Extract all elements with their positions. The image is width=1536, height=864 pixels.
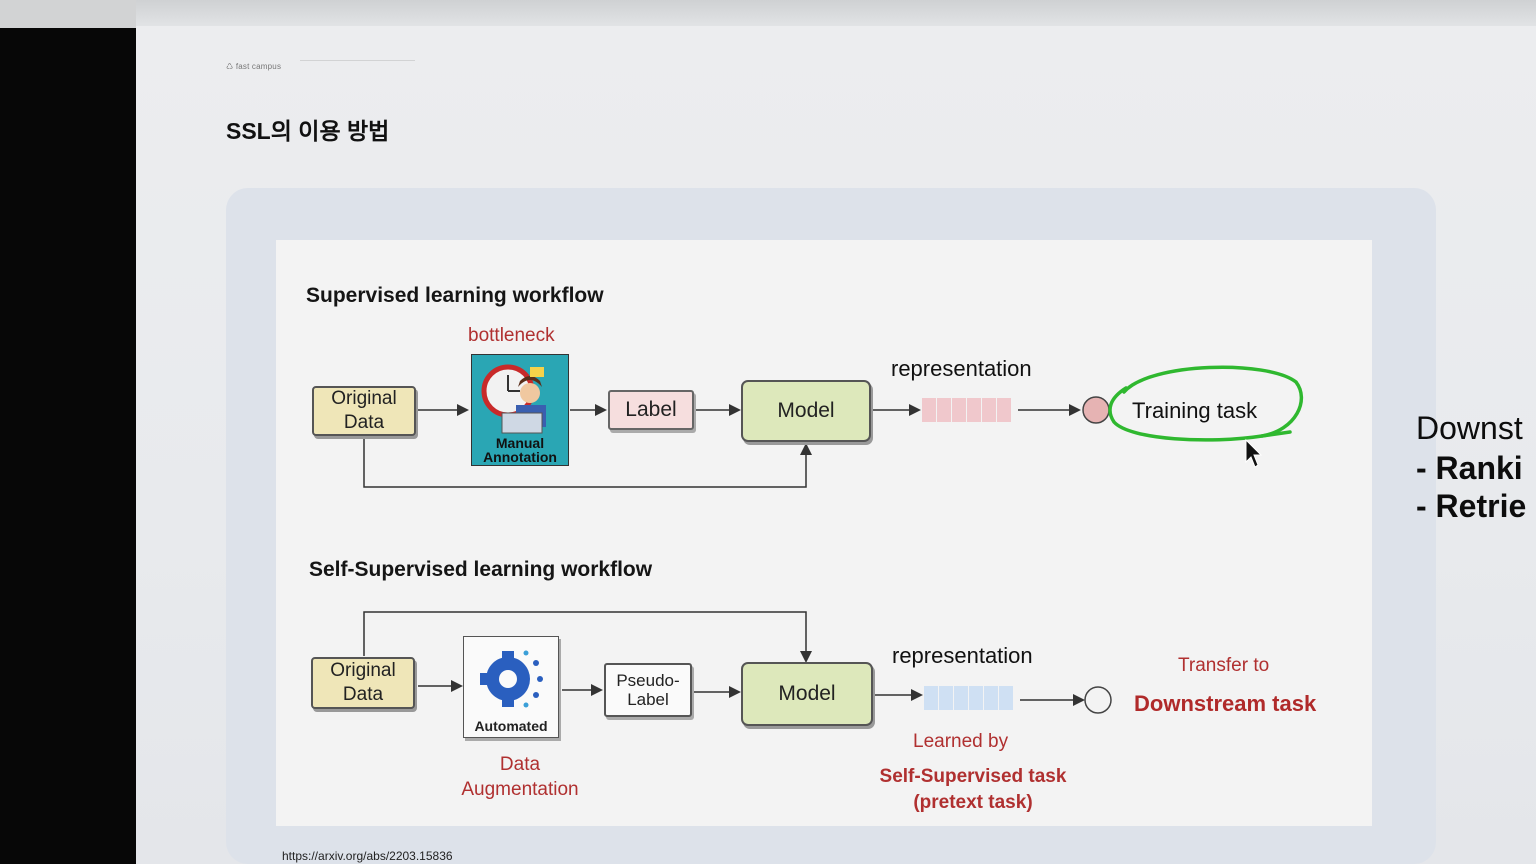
diagram-panel: [276, 240, 1372, 826]
learned-by-label: Learned by: [913, 731, 1009, 752]
pretext-task-label: Self-Supervised task (pretext task): [879, 766, 1067, 813]
label-box: Label: [608, 390, 694, 430]
automated-label: Automated: [474, 718, 548, 734]
training-task-label: Training task: [1132, 398, 1258, 423]
side-heading: Downst: [1416, 410, 1523, 446]
brand-note-line: ―――――――――――――――――――――――: [300, 58, 415, 64]
bypass-data-to-model: [363, 438, 812, 488]
downstream-task-label: Downstream task: [1134, 691, 1317, 716]
monitor-bezel-top: [0, 0, 136, 28]
monitor-top-edge: [0, 0, 1536, 30]
ssl-representation-vector: [924, 686, 1014, 710]
transfer-to-label: Transfer to: [1178, 655, 1270, 676]
manual-annotation-label: Manual Annotation: [483, 435, 557, 465]
ssl-original-data-box: Original Data: [311, 657, 415, 709]
automation-gear-icon: [480, 650, 543, 708]
supervised-model-box: Model: [741, 380, 871, 442]
automated-box: Automated: [463, 636, 559, 738]
supervised-representation-vector: [922, 398, 1012, 422]
brand-name: fast campus: [235, 62, 282, 71]
monitor-bezel-left: [0, 0, 136, 864]
downstream-node: [1084, 686, 1112, 714]
supervised-representation-label: representation: [891, 356, 1032, 381]
source-link[interactable]: https://arxiv.org/abs/2203.15836: [282, 849, 453, 863]
ssl-representation-label: representation: [892, 643, 1033, 668]
training-task-node: [1082, 396, 1110, 424]
supervised-original-data-box: Original Data: [312, 386, 416, 436]
annotation-tail: [1260, 430, 1292, 438]
data-augmentation-label: Data Augmentation: [461, 754, 579, 800]
brand-logo: ♺ fast campus: [226, 62, 281, 71]
mouse-cursor-icon: [1245, 438, 1263, 468]
brand-icon: ♺: [226, 62, 234, 71]
ssl-section-title: Self-Supervised learning workflow: [309, 558, 653, 581]
manual-annotation-box: Manual Annotation: [471, 354, 569, 466]
side-item-retrieval: - Retrie: [1416, 488, 1527, 524]
annotator-illustration-icon: [481, 364, 546, 434]
slide-title: SSL의 이용 방법: [226, 118, 390, 144]
supervised-section-title: Supervised learning workflow: [306, 284, 604, 307]
side-item-ranking: - Ranki: [1416, 450, 1523, 486]
pseudo-label-box: Pseudo- Label: [604, 663, 692, 717]
bypass-data-to-model-ssl: [363, 611, 812, 663]
bottleneck-label: bottleneck: [468, 325, 555, 346]
ssl-model-box: Model: [741, 662, 873, 726]
